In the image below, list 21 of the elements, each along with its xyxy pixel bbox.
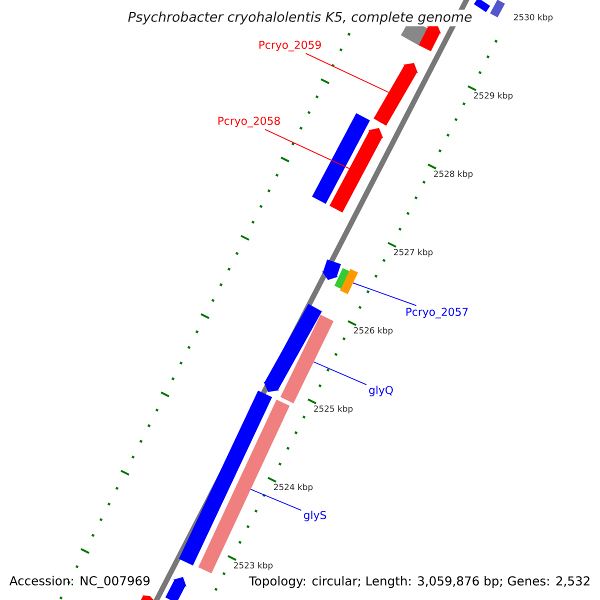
gene-label: Pcryo_2059	[259, 40, 321, 52]
title: Psychrobacter cryohalolentis K5, complete genome	[126, 10, 474, 26]
tick-label: 2525 kbp	[314, 405, 353, 414]
tick-label: 2523 kbp	[234, 562, 273, 570]
gene-label: glyQ	[369, 386, 393, 396]
tick-label: 2528 kbp	[434, 170, 473, 179]
tick-label: 2524 kbp	[274, 484, 313, 492]
gene-bar	[374, 63, 418, 126]
tick-label: 2526 kbp	[354, 327, 393, 336]
tick-label: 2527 kbp	[394, 248, 433, 257]
leader-line	[313, 361, 367, 386]
tick-label: 2529 kbp	[474, 92, 513, 100]
leader-line	[305, 53, 390, 93]
leader-line	[264, 129, 350, 169]
gene-label: Pcryo_2058	[218, 116, 280, 128]
gene-label: glyS	[304, 510, 326, 522]
leader-line	[250, 488, 302, 511]
footer-text: Topology: circular; Length: 3,059,876 bp; Genes: 2,532	[248, 576, 590, 588]
tick-label: 2530 kbp	[514, 14, 553, 22]
gene-label: Pcryo_2057	[406, 308, 468, 318]
footer-text: Accession: NC_007969	[9, 576, 150, 588]
